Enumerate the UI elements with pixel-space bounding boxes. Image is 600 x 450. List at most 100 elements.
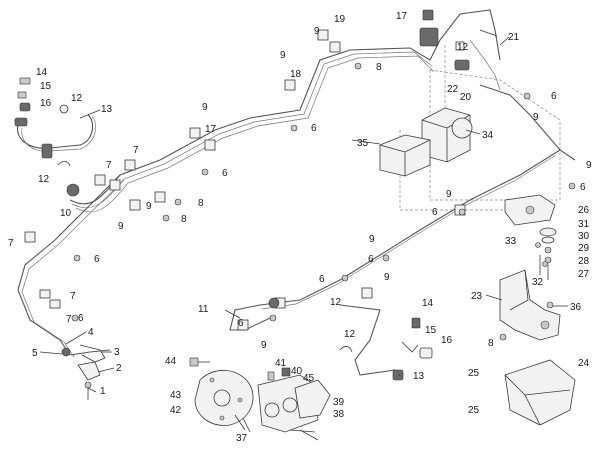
- callout-16-b: 16: [441, 335, 453, 346]
- callout-2: 2: [116, 363, 122, 374]
- callout-7-c: 7: [8, 238, 14, 249]
- callout-4: 4: [88, 327, 94, 338]
- callout-6-f: 6: [580, 182, 586, 193]
- callout-43: 43: [170, 390, 182, 401]
- callout-41: 41: [275, 358, 287, 369]
- callout-17-b: 17: [396, 11, 408, 22]
- heat-shield-24: [504, 359, 576, 426]
- callout-15-a: 15: [40, 81, 52, 92]
- brake-disc: [189, 357, 254, 433]
- callout-8-a: 8: [198, 198, 204, 209]
- callout-37: 37: [236, 433, 248, 444]
- callout-6-d: 6: [311, 123, 317, 134]
- callout-6-j: 6: [238, 318, 244, 329]
- callout-9-k: 9: [261, 340, 267, 351]
- callout-9-e: 9: [314, 26, 320, 37]
- callout-6-i: 6: [319, 274, 325, 285]
- callout-3: 3: [114, 347, 120, 358]
- callout-9-a: 9: [118, 221, 124, 232]
- callout-17-a: 17: [205, 124, 217, 135]
- callout-12-a: 12: [71, 93, 83, 104]
- left-brake-pipes: [17, 174, 125, 358]
- abs-modulator: [379, 27, 473, 177]
- callout-6-h: 6: [368, 254, 374, 265]
- left-fittings: [17, 77, 71, 167]
- bracket-23: [499, 269, 561, 341]
- callout-9-f: 9: [533, 112, 539, 123]
- callout-9-i: 9: [369, 234, 375, 245]
- pipe-11: [237, 297, 280, 331]
- callout-30: 30: [578, 231, 590, 242]
- callout-10: 10: [60, 208, 72, 219]
- callout-35: 35: [357, 138, 369, 149]
- rear-line-parts: [339, 317, 433, 381]
- callout-6-c: 6: [222, 168, 228, 179]
- callout-7-b: 7: [133, 145, 139, 156]
- callout-9-h: 9: [446, 189, 452, 200]
- callout-33: 33: [505, 236, 517, 247]
- callout-6-g: 6: [432, 207, 438, 218]
- screws: [71, 62, 576, 341]
- callout-12-d: 12: [330, 297, 342, 308]
- callout-25-a: 25: [468, 368, 480, 379]
- callout-13-a: 13: [101, 104, 113, 115]
- callout-7-d: 7: [70, 291, 76, 302]
- callout-12-e: 12: [344, 329, 356, 340]
- callout-7-a: 7: [106, 160, 112, 171]
- callout-24: 24: [578, 358, 590, 369]
- callout-38: 38: [333, 409, 345, 420]
- callout-25-b: 25: [468, 405, 480, 416]
- callout-22: 22: [447, 84, 459, 95]
- callout-36: 36: [570, 302, 582, 313]
- flex-hose-13: [14, 114, 96, 159]
- leader-lines: [39, 29, 568, 393]
- callout-14-a: 14: [36, 67, 48, 78]
- callout-45: 45: [303, 373, 315, 384]
- bracket-26: [504, 194, 557, 280]
- callout-9-g: 9: [586, 160, 592, 171]
- callout-6-b: 6: [78, 313, 84, 324]
- rear-brake-pipes: [229, 149, 561, 376]
- callout-29: 29: [578, 243, 590, 254]
- top-connectors: [422, 9, 465, 51]
- callout-11: 11: [198, 304, 209, 315]
- callout-21: 21: [508, 32, 520, 43]
- callout-9-j: 9: [384, 272, 390, 283]
- callout-44: 44: [165, 356, 177, 367]
- callout-26: 26: [578, 205, 590, 216]
- callout-23: 23: [471, 291, 483, 302]
- callout-9-c: 9: [202, 102, 208, 113]
- callout-32: 32: [532, 277, 544, 288]
- callout-1: 1: [100, 386, 106, 397]
- brake-caliper: [257, 367, 331, 441]
- callout-8-d: 8: [488, 338, 494, 349]
- callout-5: 5: [32, 348, 38, 359]
- callout-labels: 1 2 3 4 5 6 6 6 6 6 6 6 6 6 6 7 7 7 7 7 …: [8, 11, 592, 444]
- callout-6-e: 6: [551, 91, 557, 102]
- callout-15-b: 15: [425, 325, 437, 336]
- callout-12-c: 12: [457, 42, 469, 53]
- pipe-clips: [24, 29, 466, 309]
- callout-8-c: 8: [376, 62, 382, 73]
- callout-9-d: 9: [280, 50, 286, 61]
- callout-19: 19: [334, 14, 346, 25]
- callout-6-a: 6: [94, 254, 100, 265]
- callout-8-b: 8: [181, 214, 187, 225]
- callout-34: 34: [482, 130, 494, 141]
- callout-28: 28: [578, 256, 590, 267]
- callout-20: 20: [460, 92, 472, 103]
- callout-40: 40: [291, 366, 303, 377]
- callout-18: 18: [290, 69, 302, 80]
- callout-39: 39: [333, 397, 345, 408]
- callout-13-b: 13: [413, 371, 425, 382]
- front-wheel-fittings: [61, 344, 106, 400]
- callout-42: 42: [170, 405, 182, 416]
- callout-12-b: 12: [38, 174, 50, 185]
- callout-7-e: 7: [66, 314, 72, 325]
- callout-14-b: 14: [422, 298, 434, 309]
- callout-31: 31: [578, 219, 590, 230]
- callout-27: 27: [578, 269, 590, 280]
- callout-16-a: 16: [40, 98, 52, 109]
- callout-9-b: 9: [146, 201, 152, 212]
